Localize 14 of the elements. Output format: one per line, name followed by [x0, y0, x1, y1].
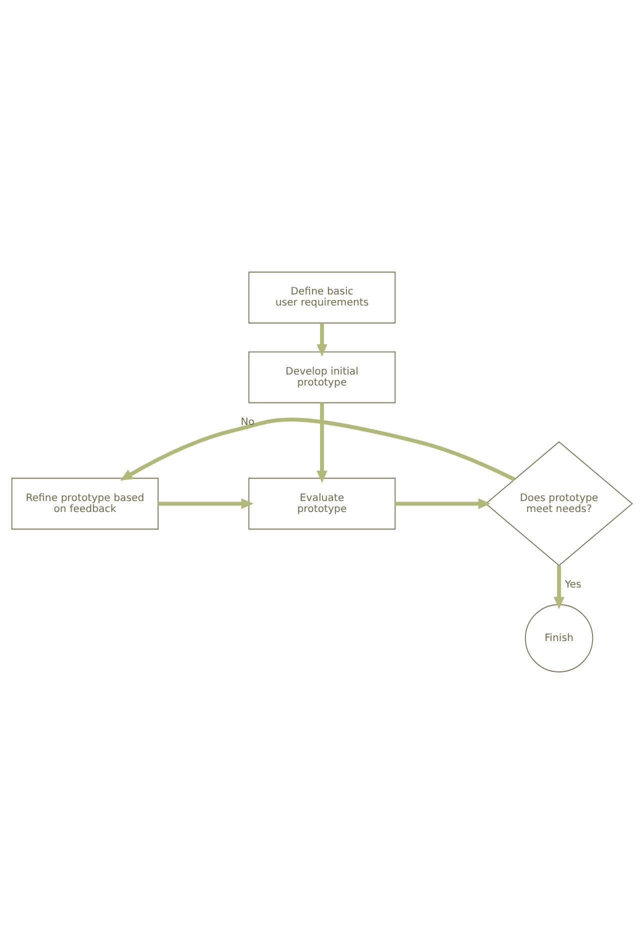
node-box: Develop initial prototype — [248, 350, 396, 403]
arrow — [120, 417, 516, 481]
arrow — [316, 402, 328, 482]
edge-label: Yes — [564, 579, 582, 590]
node-box: Define basic user requirements — [248, 271, 396, 323]
arrow — [395, 498, 491, 509]
node-circle: Finish — [524, 604, 594, 672]
node-box: Evaluate prototype — [248, 477, 396, 530]
node-box: Refine prototype based on feedback — [11, 477, 159, 530]
arrow — [316, 322, 328, 356]
arrow — [554, 565, 564, 609]
arrow — [158, 498, 254, 509]
node-diamond: Does prototype meet needs? — [485, 440, 633, 566]
edge-label: No — [240, 416, 255, 428]
